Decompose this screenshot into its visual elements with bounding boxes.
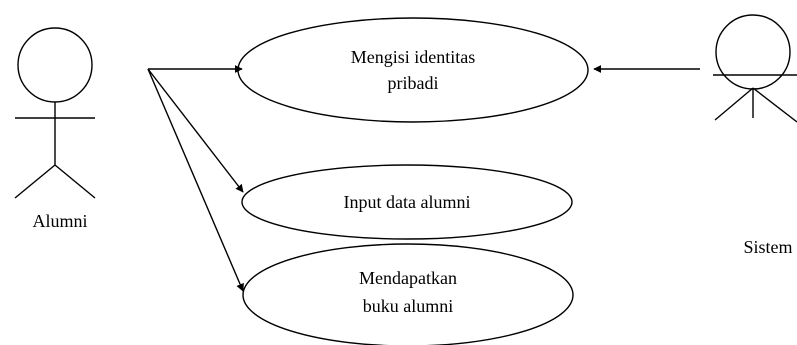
association-arrow <box>147 68 244 292</box>
use-case-mengisi-identitas: Mengisi identitas pribadi <box>237 17 589 123</box>
association-arrow <box>147 68 244 193</box>
use-case-input-data-alumni: Input data alumni <box>241 164 573 240</box>
actor-label-sistem: Sistem <box>743 237 792 257</box>
actor-sistem: Sistem <box>713 14 797 257</box>
use-case-label-line: Mendapatkan <box>359 268 457 288</box>
use-case-label-line: Mengisi identitas <box>351 47 476 67</box>
use-case-mendapatkan-buku: Mendapatkan buku alumni <box>242 243 574 345</box>
use-case-label-line: Input data alumni <box>344 192 471 212</box>
actor-alumni: Alumni <box>14 27 96 231</box>
use-case-label-line: buku alumni <box>363 296 454 316</box>
actor-label-alumni: Alumni <box>32 211 87 231</box>
use-case-label-line: pribadi <box>388 73 439 93</box>
